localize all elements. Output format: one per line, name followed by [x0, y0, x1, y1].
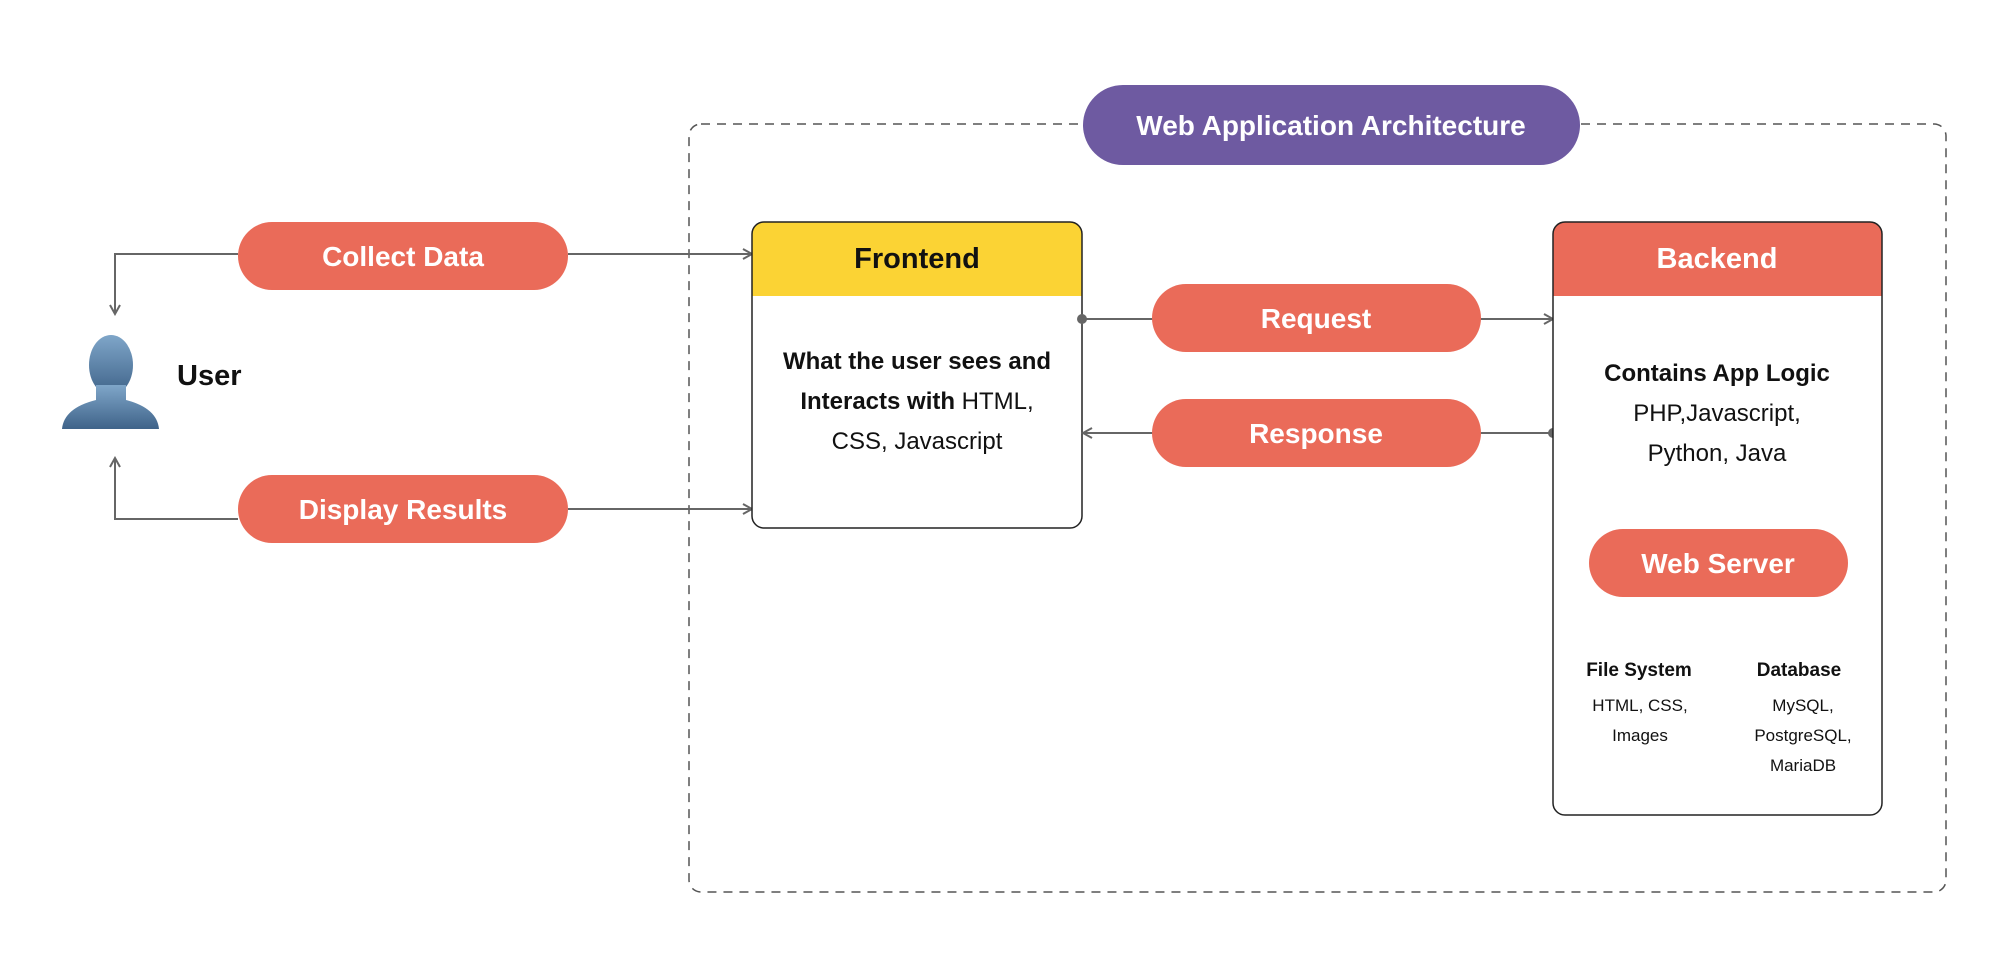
frontend-desc-line2: Interacts with HTML,	[800, 388, 1033, 415]
diagram-title: Web Application Architecture	[1136, 110, 1525, 141]
frontend-desc-line1: What the user sees and	[783, 348, 1051, 375]
collect-data-label: Collect Data	[322, 241, 484, 272]
user-label: User	[177, 360, 242, 392]
backend-title: Backend	[1657, 243, 1778, 275]
response-pill: Response	[1152, 399, 1481, 467]
database-title: Database	[1757, 660, 1842, 681]
display-results-pill: Display Results	[238, 475, 568, 543]
backend-languages-line2: Python, Java	[1648, 440, 1787, 467]
request-pill: Request	[1152, 284, 1481, 352]
collect-data-pill: Collect Data	[238, 222, 568, 290]
backend-heading: Contains App Logic	[1604, 360, 1830, 387]
web-server-pill: Web Server	[1589, 529, 1848, 597]
file-system-line1: HTML, CSS,	[1592, 696, 1687, 715]
title-pill: Web Application Architecture	[1083, 85, 1580, 165]
connector-collect-to-user	[115, 253, 238, 314]
frontend-desc-bold: Interacts with	[800, 388, 955, 415]
response-label: Response	[1249, 418, 1383, 449]
file-system-line2: Images	[1612, 726, 1668, 745]
frontend-desc-line3: CSS, Javascript	[832, 428, 1003, 455]
display-results-label: Display Results	[299, 494, 508, 525]
file-system-title: File System	[1586, 660, 1692, 681]
frontend-box: Frontend What the user sees and Interact…	[751, 221, 1083, 529]
database-line3: MariaDB	[1770, 756, 1836, 775]
connector-display-to-user	[115, 458, 238, 520]
frontend-title: Frontend	[854, 243, 980, 275]
backend-box: Backend Contains App Logic PHP,Javascrip…	[1552, 221, 1883, 816]
database-line1: MySQL,	[1772, 696, 1833, 715]
request-label: Request	[1261, 303, 1371, 334]
frontend-desc-rest: HTML,	[955, 388, 1034, 415]
database-line2: PostgreSQL,	[1754, 726, 1851, 745]
user-icon	[62, 335, 159, 429]
web-server-label: Web Server	[1641, 548, 1795, 579]
backend-languages-line1: PHP,Javascript,	[1633, 400, 1801, 427]
